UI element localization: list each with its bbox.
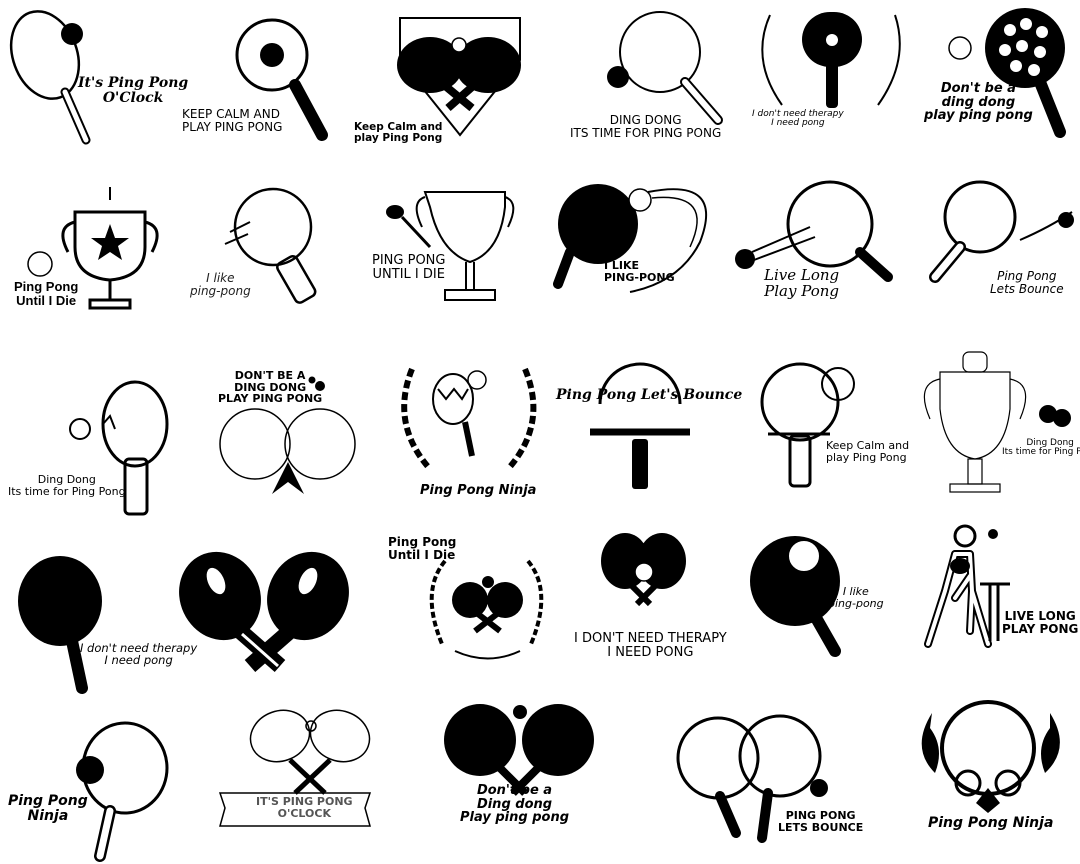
design-tile: Live Long Play Pong [720, 172, 900, 344]
paddle-swoosh-icon [553, 184, 708, 293]
design-tile: I LIKE PING-PONG [540, 172, 720, 344]
design-tile: PING PONG UNTIL I DIE [360, 172, 540, 344]
design-caption: Ping Pong Until I Die [14, 279, 79, 308]
design-caption: Keep Calm and play Ping Pong [826, 439, 910, 464]
design-caption: I LIKE PING-PONG [604, 259, 675, 284]
design-caption: Ding Dong Its time for Ping Pong [8, 473, 126, 498]
design-tile: Don't be a ding dong play ping pong [900, 0, 1080, 172]
design-caption: Ping Pong Let's Bounce [556, 387, 743, 403]
crossed-paddles-banner-icon [218, 709, 372, 827]
design-tile [179, 516, 360, 688]
design-caption: DING DONG ITS TIME FOR PING PONG [570, 113, 722, 140]
player-table-icon [924, 524, 1010, 648]
trophy-paddles-icon [923, 351, 1071, 493]
paddle-hit-icon [750, 536, 841, 657]
design-tile: Ping Pong Until I Die [0, 172, 180, 344]
crossed-paddles-small-icon [601, 533, 686, 607]
design-tile: Ping Pong Let's Bounce [540, 344, 742, 516]
paddle-flames-icon [921, 700, 1060, 813]
design-caption: KEEP CALM AND PLAY PING PONG [182, 107, 283, 134]
design-caption: Keep Calm and play Ping Pong [354, 121, 443, 145]
design-tile: Ping Pong Until I Die [360, 516, 544, 688]
design-caption: Ping Pong Ninja [928, 815, 1054, 831]
paddle-outline-icon [607, 11, 723, 125]
design-tile: Keep Calm and play Ping Pong [720, 344, 909, 516]
crossed-paddles-heart-icon [179, 551, 349, 673]
design-caption: Live Long Play Pong [764, 266, 840, 300]
paddle-solid-icon [18, 556, 102, 694]
paddle-cracked-icon [69, 380, 169, 516]
design-caption: Don't be a Ding dong Play ping pong [460, 783, 570, 826]
crossed-paddles-shield-icon [397, 17, 521, 137]
design-tile: Don't be a Ding dong Play ping pong [360, 688, 594, 860]
design-caption: Don't be a ding dong play ping pong [924, 81, 1033, 124]
paddle-wreath-icon [401, 367, 537, 471]
paddle-icon [235, 18, 328, 141]
crossed-paddles-solid-icon [444, 704, 594, 796]
design-caption: I like ping-pong [828, 585, 884, 610]
paddle-ball-icon [760, 362, 855, 488]
design-caption: Ping Pong Lets Bounce [990, 269, 1064, 296]
design-caption: Ping Pong Until I Die [388, 535, 457, 562]
design-caption: DON'T BE A DING DONG PLAY PING PONG [218, 369, 323, 406]
design-tile: It's Ping Pong O'Clock [0, 0, 188, 172]
design-tile: DON'T BE A DING DONG PLAY PING PONG [180, 344, 360, 516]
design-caption: Ding Dong Its time for Ping Pong [1002, 438, 1080, 458]
paddle-comet-icon [735, 180, 893, 282]
design-caption: I DON'T NEED THERAPY I NEED PONG [574, 631, 727, 660]
design-caption: IT'S PING PONG O'CLOCK [256, 795, 353, 820]
design-tile: I like ping-pong [180, 172, 360, 344]
design-caption: PING PONG UNTIL I DIE [372, 253, 446, 282]
design-tile: IT'S PING PONG O'CLOCK [180, 688, 372, 860]
design-tile: Ping Pong Lets Bounce [900, 172, 1080, 344]
design-tile: I don't need therapy I need pong [0, 516, 197, 694]
design-tile: Ping Pong Ninja [360, 344, 540, 516]
design-tile: DING DONG ITS TIME FOR PING PONG [540, 0, 723, 172]
design-caption: LIVE LONG PLAY PONG [1002, 609, 1079, 636]
design-tile: Ding Dong Its time for Ping Pong [0, 344, 180, 516]
design-tile: LIVE LONG PLAY PONG [900, 516, 1080, 688]
paddle-outline-ball-icon [76, 721, 169, 862]
design-caption: PING PONG LETS BOUNCE [778, 809, 864, 834]
design-caption: I don't need therapy I need pong [752, 109, 844, 129]
paddle-balls-icon [948, 8, 1066, 138]
trophy-outline-icon [386, 191, 515, 301]
design-tile: Ping Pong Ninja [0, 688, 180, 862]
design-caption: It's Ping Pong O'Clock [78, 75, 189, 106]
design-caption: I don't need therapy I need pong [80, 641, 198, 668]
trophy-star-icon [27, 187, 159, 310]
design-tile: PING PONG LETS BOUNCE [540, 688, 863, 860]
design-tile: Keep Calm and play Ping Pong [354, 0, 540, 172]
paddle-arc-icon [590, 362, 690, 489]
design-tile: I don't need therapy I need pong [720, 0, 901, 172]
two-paddles-icon [676, 714, 828, 843]
design-tile: I DON'T NEED THERAPY I NEED PONG [540, 516, 727, 688]
paddle-bounce-icon [929, 180, 1074, 283]
design-tile: I like ping-pong [720, 516, 900, 688]
design-caption: I like ping-pong [190, 271, 251, 298]
crossed-paddles-outline-icon [219, 376, 356, 494]
design-tile: Ding Dong Its time for Ping Pong [900, 344, 1080, 516]
crossed-paddles-laurel-icon [429, 559, 544, 660]
design-tile: KEEP CALM AND PLAY PING PONG [180, 0, 360, 172]
design-tile: Ping Pong Ninja [900, 688, 1080, 860]
paddle-motion-icon [224, 187, 317, 304]
paddle-laurel-icon [761, 12, 901, 108]
design-caption: Ping Pong Ninja [420, 483, 537, 498]
design-caption: Ping Pong Ninja [8, 793, 88, 824]
tennis-racket-icon [9, 10, 91, 145]
